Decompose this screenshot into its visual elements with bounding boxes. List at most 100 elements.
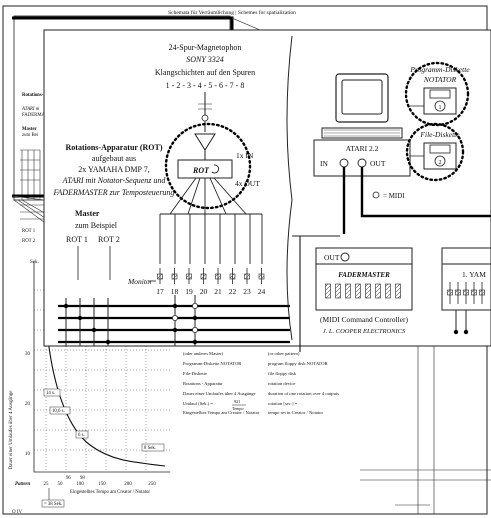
rotation-title: Rotations-Apparatur (ROT): [66, 143, 163, 152]
monitor-label: Monitor: [127, 277, 153, 286]
legend-right-item: program floppy disk NOTATOR: [268, 361, 329, 366]
midi-cables: [299, 167, 491, 352]
legend-left-item: Dauer einer Umlaufes über 4 Ausgänge: [183, 391, 256, 396]
graph-x-tick: 100: [76, 482, 84, 487]
channel-number: 19: [185, 287, 193, 296]
legend-left-item: Rotations - Apparatur: [183, 381, 223, 386]
fadermaster-name: FADERMASTER: [338, 271, 390, 279]
rotation-label: Rotations-Apparatur (ROT) aufgebaut aus …: [53, 143, 175, 197]
fader-knob: [244, 273, 250, 280]
graph-x-tick: 150: [98, 482, 106, 487]
fader-knob: [157, 273, 163, 280]
graph-marker: 14 s.: [46, 391, 55, 396]
graph-x-tick: 25: [44, 482, 50, 487]
master-line2: zum Beispiel: [75, 221, 118, 230]
master-label: Master zum Beispiel ROT 1 ROT 2: [66, 209, 120, 244]
fader-knob: [258, 273, 265, 280]
fadermaster-slider: [395, 283, 401, 299]
legend-left-item: Programm-Diskette NOTATOR: [183, 361, 242, 366]
file-disk-number: 2: [439, 160, 442, 166]
channel-number: 18: [171, 287, 179, 296]
atari-midi-in-port: [339, 158, 349, 168]
graph-pattern-label: Pattern: [15, 482, 30, 487]
yamaha-label: 1. YAM: [462, 270, 486, 279]
graph-marker: = 38 Sek.: [44, 502, 62, 507]
file-disk-title: File-Diskette: [419, 130, 460, 139]
rot-in-label: 1x IN: [236, 151, 254, 160]
graph-marker: 96: [66, 476, 71, 481]
graph-x-tick: 250: [148, 482, 156, 487]
graph-marker: 98: [80, 476, 85, 481]
atari-out-label: OUT: [370, 159, 386, 168]
legend-left-item: Eingestelltes Tempo am Creator / Notator: [183, 410, 260, 415]
graph-marker: 8 Sek.: [144, 446, 156, 451]
fragment-fadermaster: FADERMASTER: [22, 113, 58, 118]
zoomed-diagram: 24-Spur-Magnetophon SONY 3324 Klangschic…: [11, 17, 491, 352]
legend-left-item: File-Diskette: [183, 371, 207, 376]
program-disk-name: NOTATOR: [423, 75, 457, 84]
rot-highlight-circle: [164, 122, 252, 210]
graph-y-label: Dauer einer Umlaufes über 4 Ausgänge: [9, 390, 14, 470]
tape-line4: 1 - 2 - 3 - 4 - 5 - 6 - 7 - 8: [166, 81, 245, 90]
background-header: Schemata für Verräumlichung | Schemes fo…: [168, 9, 296, 16]
fader-knob: [229, 273, 236, 280]
atari-midi-out-port: [357, 158, 367, 168]
tempo-graph: Dauer einer Umlaufes über 4 Ausgänge Sek…: [9, 260, 170, 508]
fragment-zum-bei: zum Bei: [22, 133, 39, 138]
graph-x-tick: 200: [124, 482, 132, 487]
channel-number: 21: [214, 287, 222, 296]
yamaha-device: 1. YAM: [441, 247, 491, 335]
graph-y-tick: 30: [25, 352, 31, 357]
fragment-rot1: ROT 1: [22, 229, 36, 234]
atari-name: ATARI 2.2: [346, 144, 379, 153]
rotation-line2: aufgebaut aus: [92, 154, 136, 163]
channel-number: 17: [156, 287, 164, 296]
formula-numerator: 921: [234, 399, 240, 404]
fadermaster-slider: [345, 283, 351, 299]
formula-denominator: Tempo: [232, 406, 244, 411]
tape-machine-label: 24-Spur-Magnetophon SONY 3324 Klangschic…: [155, 43, 255, 90]
graph-y-tick: 10: [25, 452, 31, 457]
channel-number: 24: [258, 287, 266, 296]
fragment-rot2: ROT 2: [22, 239, 36, 244]
graph-marker: 6 s.: [78, 433, 85, 438]
graph-y-tick: 20: [25, 402, 31, 407]
midi-legend: = MIDI: [383, 192, 405, 200]
fader-knob: [200, 273, 207, 280]
page-number: O IV: [12, 510, 23, 515]
atari-in-label: IN: [320, 159, 328, 168]
fadermaster-slider: [365, 283, 371, 299]
master-rot2: ROT 2: [98, 235, 120, 244]
fadermaster-device: OUT FADERMASTER (MIDI Command Controller…: [315, 247, 413, 335]
file-disk-highlight: [405, 122, 465, 182]
tape-line3: Klangschichten auf den Spuren: [155, 68, 255, 77]
amp-triangle: [194, 133, 216, 151]
fader-knob: [186, 273, 192, 280]
legend: (oder anderes Master) Programm-Diskette …: [183, 351, 339, 415]
rotation-line4: ATARI mit Notator-Sequenz und: [62, 176, 167, 185]
legend-right-item: file floppy disk: [268, 371, 297, 376]
fragment-master: Master: [22, 127, 38, 132]
fadermaster-slider: [375, 283, 381, 299]
rotation-line5: FADERMASTER zur Temposteuerung: [53, 188, 175, 197]
channel-number: 22: [229, 287, 237, 296]
legend-right-item: rotation device: [268, 381, 295, 386]
tape-line1: 24-Spur-Magnetophon: [169, 43, 242, 52]
graph-marker: 10,6 s.: [52, 409, 65, 414]
legend-right-item: rotation [sec.] =: [268, 401, 298, 406]
program-disk-title: Programm-Diskette: [409, 65, 470, 74]
program-disk: Programm-Diskette NOTATOR 1: [404, 61, 470, 127]
channel-number: 20: [200, 287, 208, 296]
rot-box-label: ROT: [192, 166, 210, 175]
midi-symbol: [372, 191, 380, 199]
master-rot1: ROT 1: [66, 235, 88, 244]
legend-left-item: Umlauf (Sek.) =: [183, 401, 213, 406]
fragment-atari: ATARI m: [21, 107, 40, 112]
rot-out-label: 4x OUT: [235, 179, 260, 188]
fadermaster-out-port: [340, 252, 350, 262]
fader-knob: [215, 273, 221, 280]
fadermaster-slider: [355, 283, 361, 299]
program-disk-number: 1: [439, 105, 442, 111]
